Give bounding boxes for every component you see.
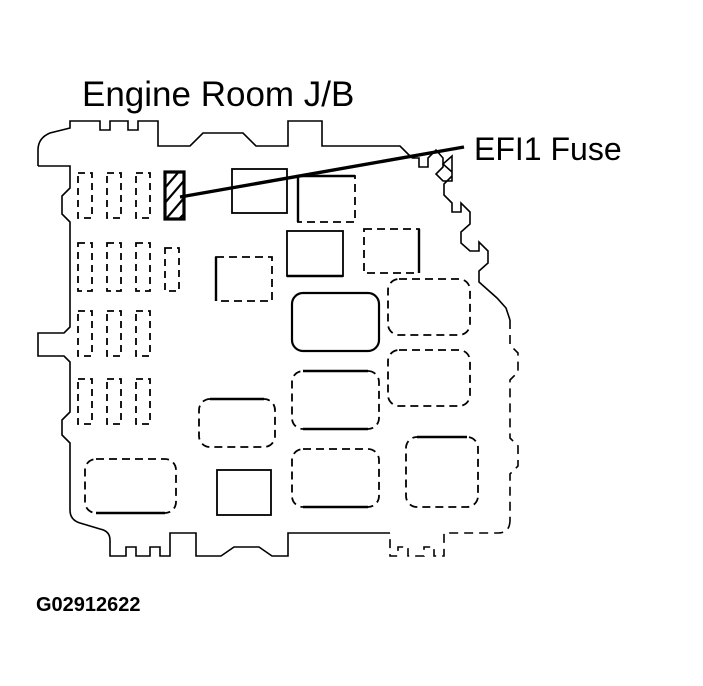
junction-box-housing-outline [37, 120, 519, 557]
fuse-slot[interactable] [135, 172, 151, 219]
diagram-title: Engine Room J/B [82, 75, 354, 114]
relay-socket[interactable] [387, 349, 471, 407]
fuse-slot[interactable] [77, 310, 93, 357]
cavity-rect[interactable] [296, 174, 356, 223]
relay-socket[interactable] [291, 369, 380, 431]
fuse-slot[interactable] [135, 378, 151, 425]
relay-socket[interactable] [84, 458, 177, 515]
cavity-rect[interactable] [286, 230, 344, 278]
efi1-fuse-hatching [165, 172, 184, 219]
fuse-slot-row-2 [77, 242, 180, 292]
efi1-fuse-highlighted[interactable] [158, 168, 193, 234]
relay-socket[interactable] [290, 291, 381, 353]
fuse-slot-row-3 [77, 310, 151, 357]
fuse-slot[interactable] [106, 172, 122, 219]
cavity-rect[interactable] [363, 228, 421, 274]
fuse-slot[interactable] [135, 242, 151, 292]
fuse-slot[interactable] [106, 378, 122, 425]
cavity-rect[interactable] [216, 469, 272, 516]
fuse-slot[interactable] [164, 247, 180, 292]
relay-socket[interactable] [198, 397, 276, 448]
fuse-slot[interactable] [77, 242, 93, 292]
relay-socket[interactable] [291, 448, 380, 509]
relay-socket[interactable] [405, 435, 479, 508]
fuse-slot-row-4 [77, 378, 151, 425]
relay-sockets [84, 278, 479, 515]
fuse-slot[interactable] [135, 310, 151, 357]
callout-label-efi1-fuse: EFI1 Fuse [474, 131, 622, 167]
cavity-rect[interactable] [214, 256, 273, 302]
fuse-slot[interactable] [106, 242, 122, 292]
cavity-rect[interactable] [231, 168, 288, 214]
fuse-slot[interactable] [77, 378, 93, 425]
fuse-slot[interactable] [77, 172, 93, 219]
relay-socket[interactable] [387, 278, 471, 336]
cavity-rectangles [214, 168, 421, 516]
fuse-slot[interactable] [106, 310, 122, 357]
fuse-slot-row-1 [77, 172, 151, 219]
figure-caption-code: G02912622 [36, 594, 141, 616]
callout-leader-line [179, 145, 465, 199]
